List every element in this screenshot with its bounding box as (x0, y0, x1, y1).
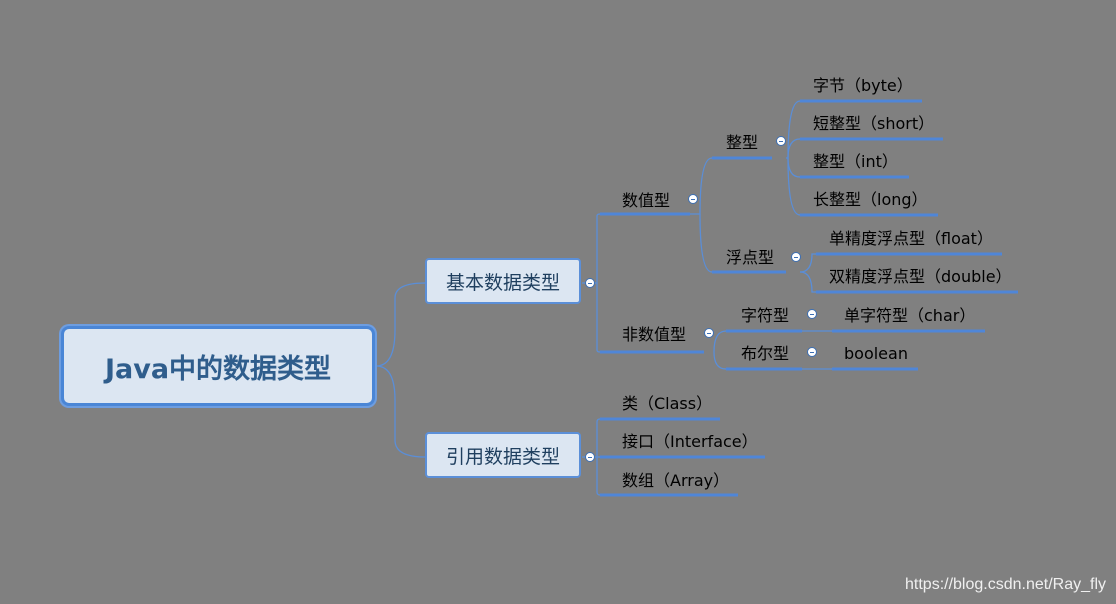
leaf-byte[interactable]: 字节（byte） (813, 76, 913, 95)
leaf-boolean[interactable]: boolean (844, 344, 908, 363)
leaf-interface[interactable]: 接口（Interface） (622, 432, 758, 451)
reference-types-node[interactable]: 引用数据类型 (425, 432, 581, 478)
non-numeric-node[interactable]: 非数值型 (622, 325, 687, 344)
collapse-icon[interactable] (585, 452, 595, 462)
watermark: https://blog.csdn.net/Ray_fly (905, 576, 1106, 593)
collapse-icon[interactable] (807, 347, 817, 357)
float-node[interactable]: 浮点型 (726, 248, 775, 267)
char-type-node[interactable]: 字符型 (741, 306, 790, 325)
collapse-icon[interactable] (688, 194, 698, 204)
collapse-icon[interactable] (585, 278, 595, 288)
leaf-float[interactable]: 单精度浮点型（float） (829, 229, 993, 248)
leaf-char[interactable]: 单字符型（char） (844, 306, 976, 325)
root-node[interactable]: Java中的数据类型 (61, 326, 375, 406)
leaf-class[interactable]: 类（Class） (622, 394, 713, 413)
primitive-types-node[interactable]: 基本数据类型 (425, 258, 581, 304)
numeric-node[interactable]: 数值型 (622, 191, 671, 210)
leaf-short[interactable]: 短整型（short） (813, 114, 935, 133)
collapse-icon[interactable] (704, 328, 714, 338)
boolean-type-node[interactable]: 布尔型 (741, 344, 790, 363)
root-label: Java中的数据类型 (104, 353, 332, 385)
leaf-long[interactable]: 长整型（long） (813, 190, 928, 209)
primitive-types-label: 基本数据类型 (445, 271, 560, 294)
reference-types-label: 引用数据类型 (445, 445, 560, 468)
leaf-int[interactable]: 整型（int） (813, 152, 898, 171)
collapse-icon[interactable] (791, 252, 801, 262)
collapse-icon[interactable] (807, 309, 817, 319)
leaf-double[interactable]: 双精度浮点型（double） (829, 267, 1012, 286)
integer-node[interactable]: 整型 (726, 133, 759, 152)
leaf-array[interactable]: 数组（Array） (622, 471, 730, 490)
collapse-icon[interactable] (776, 136, 786, 146)
